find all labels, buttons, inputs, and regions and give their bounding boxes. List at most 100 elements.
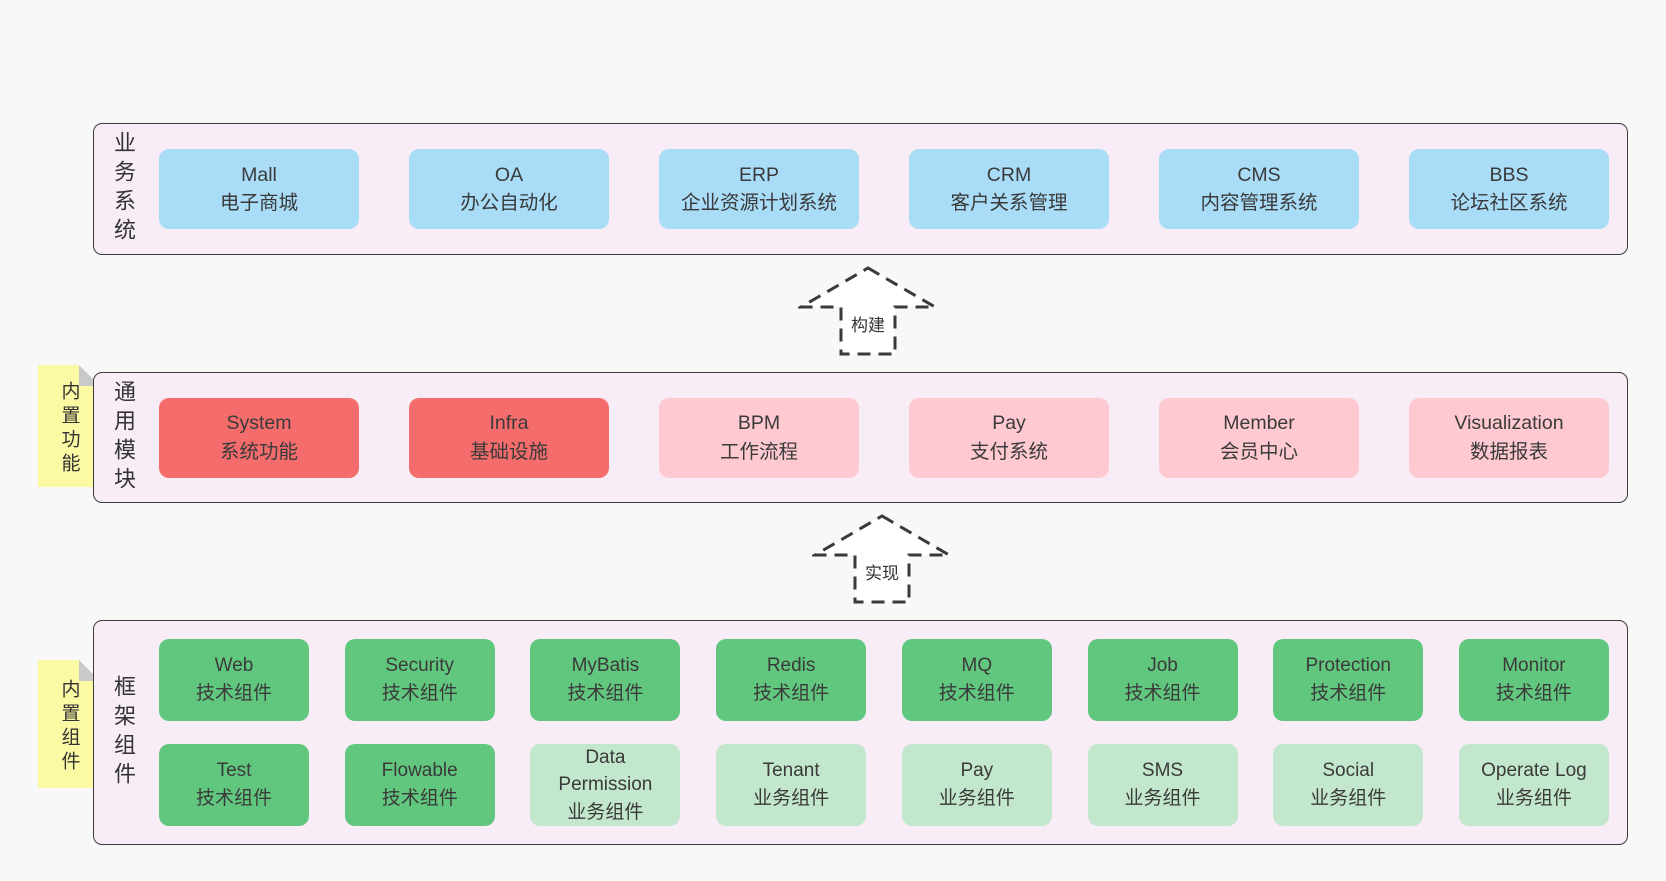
layer-label-common-modules: 通用模块 [111,379,136,496]
box-subtitle: 客户关系管理 [950,192,1068,214]
box-subtitle: 技术组件 [1310,683,1387,704]
box-title: Web [214,655,254,677]
layer-label-business-systems: 业务系统 [111,131,136,247]
box-title: Flowable [381,760,458,782]
box-subtitle: 会员中心 [1219,440,1298,463]
box-subtitle: 工作流程 [719,440,798,463]
box-subtitle: 业务组件 [567,801,644,823]
box-test: Test 技术组件 [159,744,309,826]
implement-arrow-label: 实现 [865,564,899,583]
box-subtitle: 技术组件 [1495,683,1572,704]
box-subtitle: 论坛社区系统 [1450,192,1568,214]
box-protection: Protection 技术组件 [1273,639,1424,721]
box-subtitle: 业务组件 [753,788,830,809]
box-subtitle: 基础设施 [469,440,548,463]
box-subtitle: 业务组件 [938,788,1015,809]
box-title: CMS [1237,163,1281,186]
box-title: ERP [738,163,780,186]
box-subtitle: 系统功能 [219,440,298,463]
build-arrow-label: 构建 [851,316,885,335]
up-arrow-implement-icon: 实现 [812,513,952,605]
box-subtitle: 技术组件 [938,683,1015,704]
box-title: MQ [961,655,993,677]
box-title: Mall [241,163,277,186]
box-pay: Pay 业务组件 [901,744,1052,826]
box-title: Monitor [1502,655,1566,677]
box-title: BBS [1489,163,1529,186]
box-title: Tenant [762,760,820,782]
box-title: OA [494,163,524,186]
box-member: Member 会员中心 [1159,397,1359,478]
box-web: Web 技术组件 [159,639,309,721]
box-bbs: BBS 论坛社区系统 [1409,149,1609,229]
box-title: Redis [766,655,816,677]
box-subtitle: 企业资源计划系统 [680,192,837,214]
box-cms: CMS 内容管理系统 [1159,149,1359,229]
box-title: MyBatis [571,655,640,677]
layer-label-framework-components: 框架组件 [111,674,136,791]
box-subtitle: 技术组件 [567,683,644,704]
box-title: Protection [1305,655,1391,677]
box-subtitle: 业务组件 [1495,788,1572,809]
box-title: Member [1223,412,1295,435]
box-title: Operate Log [1481,760,1587,782]
box-title: Pay [960,760,994,782]
sticky-tag-label: 内置功能 [58,381,80,477]
box-mybatis: MyBatis 技术组件 [530,639,681,721]
box-subtitle: 技术组件 [381,788,458,809]
box-subtitle: 内容管理系统 [1200,192,1318,214]
box-subtitle: 业务组件 [1310,788,1387,809]
box-title: System [226,412,292,435]
up-arrow-build-icon: 构建 [798,265,938,357]
box-title: SMS [1141,760,1184,782]
box-title: Test [216,760,252,782]
box-bpm: BPM 工作流程 [659,397,859,478]
box-oa: OA 办公自动化 [409,149,609,229]
box-mall: Mall 电子商城 [159,149,359,229]
box-flowable: Flowable 技术组件 [344,744,495,826]
box-tenant: Tenant 业务组件 [716,744,867,826]
box-erp: ERP 企业资源计划系统 [659,149,859,229]
box-subtitle: 技术组件 [195,788,272,809]
box-title: Security [385,655,455,677]
box-subtitle: 数据报表 [1469,440,1548,463]
box-subtitle: 技术组件 [195,683,272,704]
box-operate-log: Operate Log 业务组件 [1458,744,1609,826]
box-monitor: Monitor 技术组件 [1458,639,1609,721]
build-arrow-row: 构建 [0,255,1666,372]
box-title: Social [1322,760,1375,782]
box-title: Data Permission [558,746,653,796]
box-title: Job [1147,655,1178,677]
sticky-tag-built-in-components: 内置组件 [38,660,100,788]
box-subtitle: 电子商城 [219,192,298,214]
sticky-tag-built-in-features: 内置功能 [38,365,100,487]
box-title: Infra [489,412,529,435]
box-title: BPM [737,412,781,435]
box-system: System 系统功能 [159,397,359,478]
box-social: Social 业务组件 [1273,744,1424,826]
implement-arrow-row: 实现 [0,503,1666,620]
box-subtitle: 业务组件 [1124,788,1201,809]
box-data-permission: Data Permission 业务组件 [530,744,681,826]
box-subtitle: 办公自动化 [460,192,558,214]
box-sms: SMS 业务组件 [1087,744,1238,826]
box-infra: Infra 基础设施 [409,397,609,478]
